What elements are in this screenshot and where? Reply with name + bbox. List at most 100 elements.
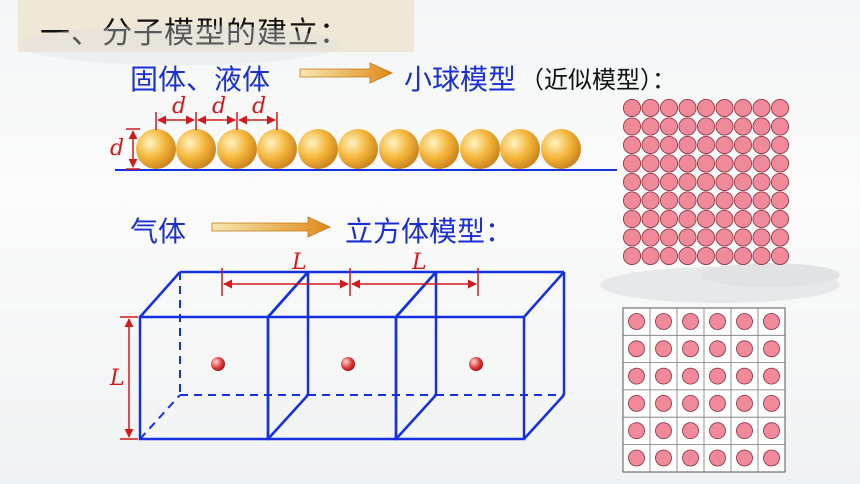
grid-ball — [752, 135, 771, 154]
grid-ball — [660, 246, 679, 265]
title-bar — [18, 0, 414, 52]
dimension-d-label-1: d — [172, 94, 187, 119]
grid-ball — [682, 340, 699, 358]
grid-ball — [736, 367, 753, 385]
solid-liquid-label: 固体、液体 — [130, 63, 271, 96]
grid-ball — [641, 172, 660, 191]
grid-ball — [623, 99, 642, 118]
grid-ball — [736, 394, 753, 412]
grid-ball — [655, 367, 672, 385]
dense-ball-grid — [623, 99, 790, 265]
wireframe-cube-icon — [266, 270, 438, 441]
ball — [176, 129, 216, 169]
grid-ball — [678, 172, 697, 191]
gas-label: 气体 — [130, 215, 187, 248]
grid-ball — [697, 209, 716, 228]
dimension-d-label-3: d — [252, 94, 267, 119]
grid-ball — [660, 209, 679, 228]
grid-ball — [763, 422, 780, 440]
grid-ball — [715, 172, 734, 191]
grid-ball — [623, 228, 642, 247]
grid-ball — [771, 191, 790, 210]
grid-ball — [771, 99, 790, 118]
grid-ball — [709, 394, 726, 412]
grid-ball — [623, 135, 642, 154]
grid-ball — [734, 228, 753, 247]
grid-ball — [697, 117, 716, 136]
grid-ball — [736, 449, 753, 467]
grid-ball — [660, 135, 679, 154]
grid-ball — [628, 367, 645, 385]
dimension-L-label-2: L — [412, 250, 427, 275]
grid-ball — [697, 228, 716, 247]
grid-ball — [734, 99, 753, 118]
grid-ball — [641, 228, 660, 247]
dimension-L-label-vertical: L — [110, 366, 125, 391]
grid-ball — [682, 313, 699, 330]
ball — [460, 129, 500, 169]
grid-ball — [771, 246, 790, 265]
grid-ball — [715, 191, 734, 210]
d-dimension-marks — [126, 112, 278, 170]
grid-ball — [715, 228, 734, 247]
grid-ball — [641, 117, 660, 136]
grid-ball — [623, 154, 642, 173]
grid-ball — [752, 191, 771, 210]
grid-ball — [709, 313, 726, 330]
grid-ball — [655, 394, 672, 412]
grid-ball — [771, 172, 790, 191]
grid-ball — [715, 117, 734, 136]
grid-ball — [678, 99, 697, 118]
grid-ball — [628, 340, 645, 358]
grid-ball — [623, 191, 642, 210]
grid-ball — [678, 228, 697, 247]
grid-ball — [641, 209, 660, 228]
grid-ball — [752, 228, 771, 247]
grid-ball — [752, 117, 771, 136]
grid-ball — [697, 154, 716, 173]
grid-ball — [682, 367, 699, 385]
wireframe-cube-icon — [394, 270, 566, 441]
grid-ball — [734, 209, 753, 228]
background-cloud-decoration — [20, 25, 840, 303]
ball — [541, 129, 581, 169]
sparse-ball-grid — [622, 307, 786, 473]
grid-ball — [655, 449, 672, 467]
ball — [217, 129, 257, 169]
grid-ball — [709, 367, 726, 385]
molecule-dot — [341, 357, 355, 371]
grid-ball — [697, 99, 716, 118]
grid-ball — [734, 117, 753, 136]
grid-ball — [752, 99, 771, 118]
grid-ball — [655, 422, 672, 440]
grid-ball — [763, 313, 780, 330]
grid-ball — [736, 340, 753, 358]
dimension-d-label-2: d — [212, 94, 227, 119]
grid-ball — [623, 246, 642, 265]
grid-ball — [709, 340, 726, 358]
grid-ball — [678, 135, 697, 154]
gradient-right-arrow-icon — [211, 216, 331, 238]
grid-ball — [682, 449, 699, 467]
grid-ball — [771, 117, 790, 136]
ball-row — [136, 129, 581, 169]
grid-ball — [660, 228, 679, 247]
gradient-right-arrow-icon — [299, 62, 393, 84]
molecule-dot — [469, 357, 483, 371]
grid-ball — [771, 154, 790, 173]
grid-ball — [763, 367, 780, 385]
grid-ball — [734, 154, 753, 173]
L-dimension-marks — [120, 268, 479, 440]
grid-ball — [736, 422, 753, 440]
grid-ball — [715, 99, 734, 118]
grid-ball — [655, 313, 672, 330]
grid-ball — [660, 154, 679, 173]
grid-ball — [660, 99, 679, 118]
grid-ball — [623, 172, 642, 191]
ball-model-label: 小球模型 — [404, 63, 517, 96]
grid-ball — [623, 209, 642, 228]
grid-ball — [752, 246, 771, 265]
grid-ball — [771, 209, 790, 228]
grid-ball — [752, 172, 771, 191]
